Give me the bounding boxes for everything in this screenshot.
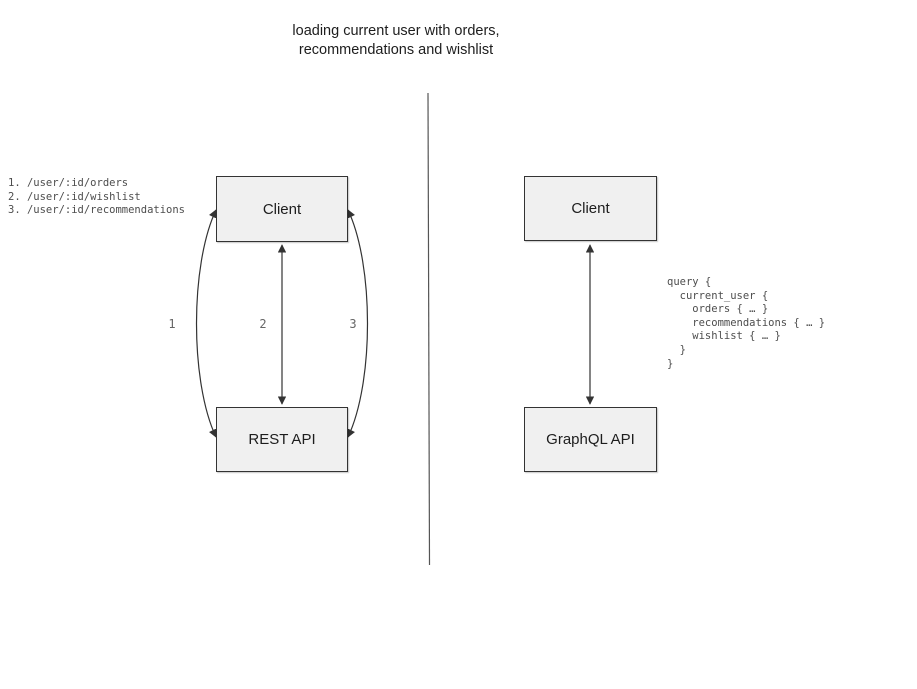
client-box-rest: Client <box>216 176 348 242</box>
rest-request-arrow-3 <box>347 209 369 438</box>
rest-api-box: REST API <box>216 407 348 472</box>
client-box-graphql: Client <box>524 176 657 241</box>
graphql-query-snippet: query { current_user { orders { … } reco… <box>667 276 826 370</box>
arrow-label-3: 3 <box>349 317 357 331</box>
graphql-api-box: GraphQL API <box>524 407 657 472</box>
rest-api-box-label: REST API <box>248 431 316 448</box>
rest-request-arrow-1 <box>195 209 217 438</box>
client-box-graphql-label: Client <box>571 200 610 217</box>
diagram-title: loading current user with orders, recomm… <box>292 23 500 58</box>
divider-line <box>427 92 431 566</box>
client-box-rest-label: Client <box>262 200 302 218</box>
rest-endpoint-list: 1. /user/:id/orders 2. /user/:id/wishlis… <box>8 177 186 217</box>
graphql-api-box-label: GraphQL API <box>546 431 635 448</box>
arrow-label-1: 1 <box>168 317 176 331</box>
arrow-label-2: 2 <box>259 317 267 331</box>
